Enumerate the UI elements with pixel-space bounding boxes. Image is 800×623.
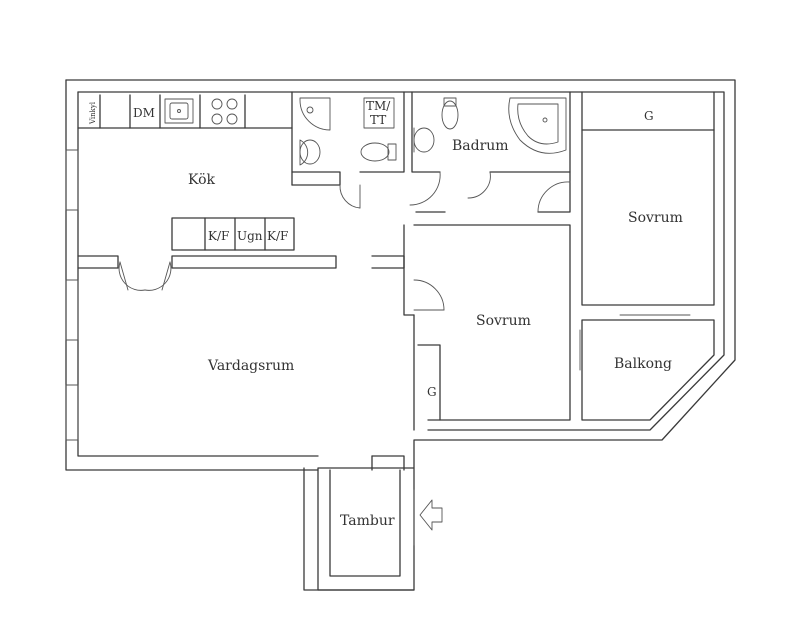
fixture-label-g-mid: G [427,385,437,399]
room-label-vardagsrum: Vardagsrum [207,358,294,374]
room-label-sovrum-right: Sovrum [628,210,683,226]
fixture-label-tt: TT [370,113,386,127]
fixture-label-vinkyl: Vinkyl [89,101,97,125]
stove-icon [211,98,238,125]
bathtub-icon [508,97,567,154]
fixture-label-kf-left: K/F [208,229,229,243]
fixture-label-tm: TM/ [366,99,391,113]
room-label-balkong: Balkong [614,356,672,372]
living-room [371,255,405,471]
fixture-label-dm: DM [133,106,155,120]
outer-walls [65,79,736,591]
fixture-label-ugn: Ugn [237,229,263,243]
fixture-label-kf-right: K/F [267,229,288,243]
toilet-icon [360,142,390,162]
bedroom-middle [403,211,581,431]
room-label-sovrum-middle: Sovrum [476,313,531,329]
sink-icon [164,98,194,124]
room-label-kok: Kök [188,172,216,188]
kitchen [77,91,337,291]
entrance [413,489,443,546]
balcony [581,319,715,421]
room-label-tambur: Tambur [340,513,395,529]
bedroom-right [537,91,715,316]
room-label-badrum: Badrum [452,138,509,154]
entrance-arrow-icon [419,499,443,531]
fixture-label-g-right: G [644,109,654,123]
wet-rooms [291,91,571,209]
